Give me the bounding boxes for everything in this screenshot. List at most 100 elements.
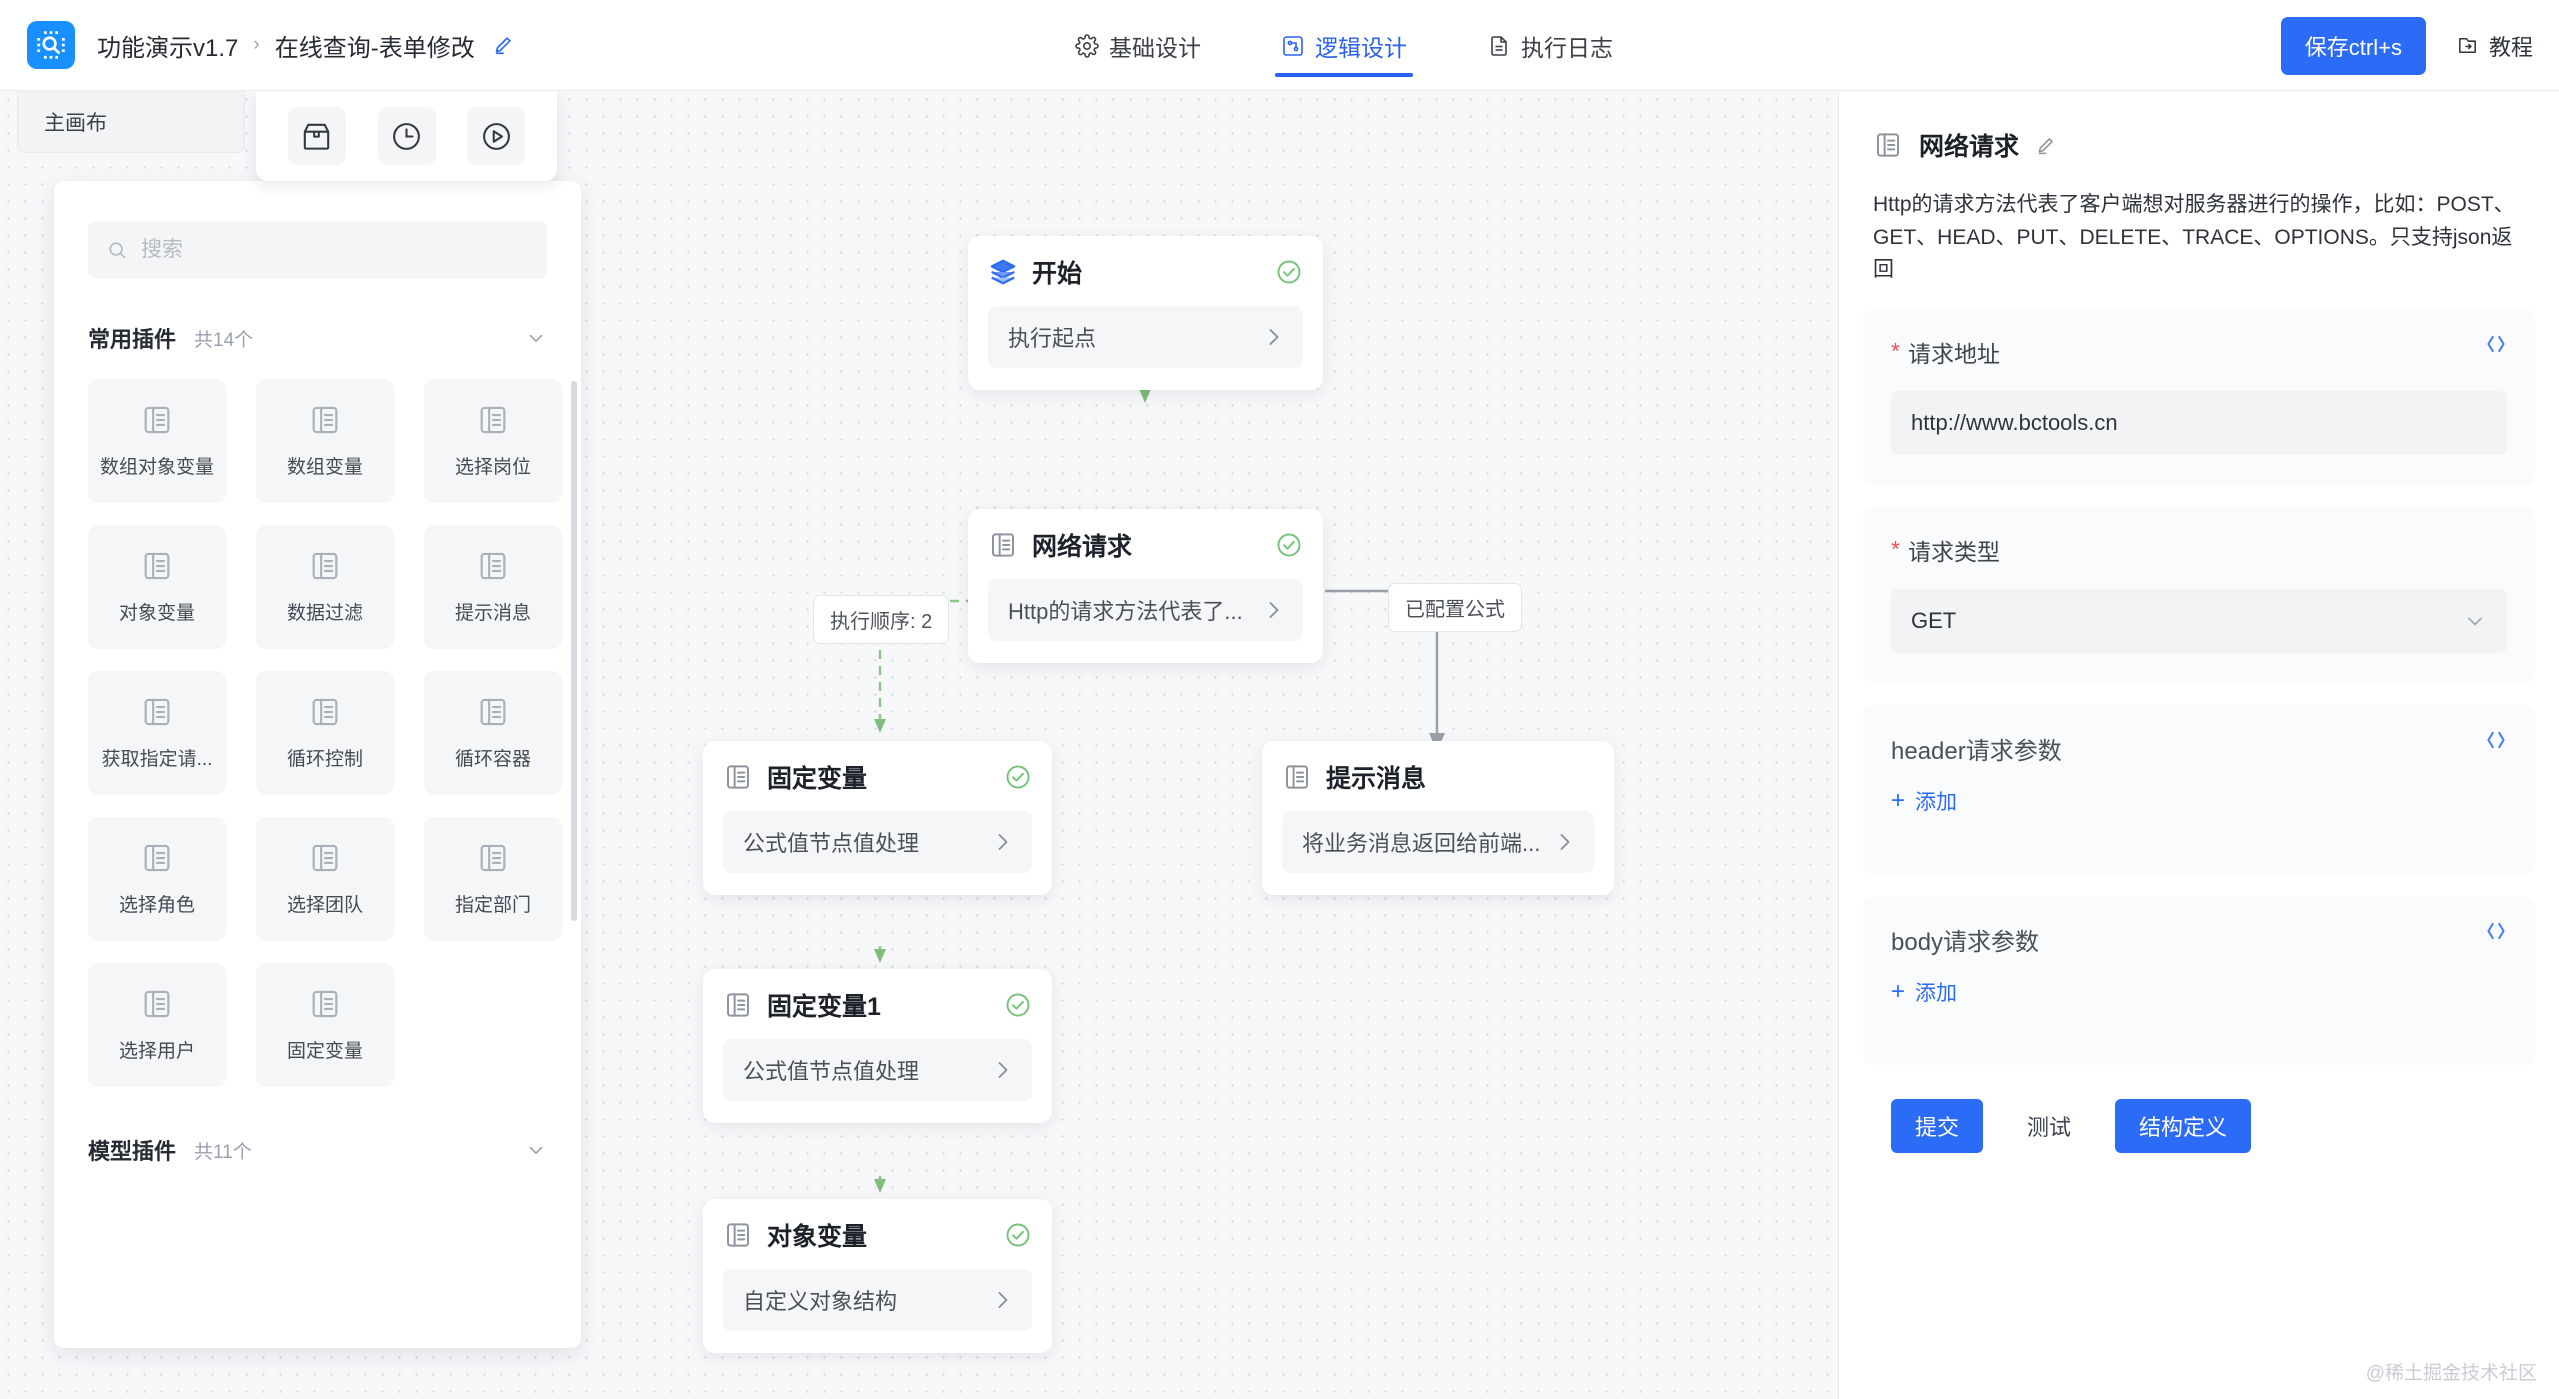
- flow-node-network-request[interactable]: 网络请求 Http的请求方法代表了...: [968, 509, 1323, 663]
- code-brackets-icon[interactable]: [2483, 727, 2509, 753]
- card-list-icon: [308, 841, 342, 875]
- flow-node-prompt-message[interactable]: 提示消息 将业务消息返回给前端...: [1262, 741, 1614, 895]
- plugin-item[interactable]: 选择团队: [256, 817, 394, 941]
- search-input[interactable]: [141, 238, 529, 262]
- node-title: 固定变量1: [767, 993, 881, 1021]
- card-list-icon: [476, 403, 510, 437]
- tab-basic-design[interactable]: 基础设计: [1069, 0, 1207, 91]
- flow-node-fixed-variable[interactable]: 固定变量 公式值节点值处理: [703, 741, 1052, 895]
- plugin-item-label: 选择岗位: [454, 457, 531, 478]
- plugin-item-label: 选择角色: [118, 895, 195, 916]
- header-tabs: 基础设计 逻辑设计: [1035, 0, 1653, 91]
- watermark: @稀土掘金技术社区: [2365, 1363, 2537, 1384]
- save-button[interactable]: 保存ctrl+s: [2280, 16, 2426, 75]
- flow-node-start[interactable]: 开始 执行起点: [968, 236, 1323, 390]
- chevron-right-icon: [990, 1288, 1014, 1312]
- request-type-select[interactable]: GET: [1891, 588, 2507, 653]
- breadcrumb-current[interactable]: 在线查询-表单修改: [274, 34, 475, 62]
- plugin-item[interactable]: 获取指定请...: [88, 671, 226, 795]
- plugin-item-label: 数据过滤: [286, 603, 363, 624]
- canvas-mini-toolbar: [256, 91, 557, 181]
- add-body-param-button[interactable]: + 添加: [1891, 977, 1957, 1007]
- plugin-item[interactable]: 数组变量: [256, 379, 394, 503]
- canvas-tab-main[interactable]: 主画布: [17, 91, 245, 153]
- plugin-group-header-model[interactable]: 模型插件 共11个: [54, 1131, 581, 1169]
- clock-history-icon[interactable]: [377, 107, 436, 165]
- node-row[interactable]: Http的请求方法代表了...: [988, 579, 1303, 641]
- tab-logic-design[interactable]: 逻辑设计: [1275, 0, 1413, 91]
- card-list-icon: [723, 1220, 753, 1250]
- properties-panel: 网络请求 Http的请求方法代表了客户端想对服务器进行的操作，比如：POST、G…: [1838, 91, 2559, 1399]
- plugin-item-label: 对象变量: [118, 603, 195, 624]
- plugin-search[interactable]: [88, 221, 547, 279]
- node-row[interactable]: 将业务消息返回给前端...: [1282, 811, 1594, 873]
- chevron-down-icon[interactable]: [525, 1139, 547, 1161]
- code-brackets-icon[interactable]: [2483, 331, 2509, 357]
- tutorial-link[interactable]: 教程: [2456, 30, 2533, 62]
- card-list-icon: [988, 530, 1018, 560]
- plugin-item[interactable]: 选择岗位: [424, 379, 562, 503]
- node-header: 固定变量: [723, 759, 1032, 795]
- plugin-group-title: 常用插件: [88, 327, 177, 352]
- plugin-item[interactable]: 固定变量: [256, 963, 394, 1087]
- pencil-icon[interactable]: [492, 34, 514, 56]
- flow-canvas[interactable]: 开始 执行起点: [0, 91, 1838, 1399]
- card-list-icon: [1873, 130, 1903, 160]
- breadcrumb-root[interactable]: 功能演示v1.7: [97, 34, 239, 62]
- chevron-down-icon: [2463, 609, 2487, 633]
- structure-definition-button[interactable]: 结构定义: [2115, 1098, 2252, 1153]
- plugin-item[interactable]: 提示消息: [424, 525, 562, 649]
- play-circle-icon[interactable]: [467, 107, 526, 165]
- tab-label: 逻辑设计: [1315, 34, 1407, 61]
- check-circle-icon: [1004, 763, 1032, 791]
- section-body-params: body请求参数 + 添加: [1863, 895, 2535, 1065]
- plugin-item[interactable]: 指定部门: [424, 817, 562, 941]
- flow-node-object-variable[interactable]: 对象变量 自定义对象结构: [703, 1199, 1052, 1353]
- plugin-item[interactable]: 选择用户: [88, 963, 226, 1087]
- plugin-item[interactable]: 循环控制: [256, 671, 394, 795]
- edge-label-formula-configured: 已配置公式: [1388, 583, 1522, 632]
- plugin-item[interactable]: 循环容器: [424, 671, 562, 795]
- code-brackets-icon[interactable]: [2483, 918, 2509, 944]
- plus-icon: +: [1891, 786, 1906, 814]
- plugin-item-label: 循环容器: [454, 749, 531, 770]
- plugin-panel-scrollbar[interactable]: [571, 381, 577, 921]
- node-title: 提示消息: [1326, 765, 1427, 793]
- plugin-item[interactable]: 数据过滤: [256, 525, 394, 649]
- header-right: 保存ctrl+s 教程: [2280, 0, 2533, 91]
- plugin-item[interactable]: 选择角色: [88, 817, 226, 941]
- tab-execution-log[interactable]: 执行日志: [1481, 0, 1619, 91]
- section-title: body请求参数: [1891, 928, 2040, 956]
- node-header: 提示消息: [1282, 759, 1594, 795]
- chevron-down-icon[interactable]: [525, 327, 547, 349]
- request-url-input[interactable]: http://www.bctools.cn: [1891, 390, 2507, 455]
- add-header-param-button[interactable]: + 添加: [1891, 786, 1957, 816]
- pencil-icon[interactable]: [2035, 135, 2056, 156]
- plugin-item[interactable]: 数组对象变量: [88, 379, 226, 503]
- plugin-box-icon[interactable]: [287, 107, 346, 165]
- flow-node-fixed-variable-1[interactable]: 固定变量1 公式值节点值处理: [703, 969, 1052, 1123]
- submit-button[interactable]: 提交: [1891, 1098, 1984, 1153]
- app-logo-icon: [27, 21, 75, 69]
- plugin-group-header-common[interactable]: 常用插件 共14个: [54, 319, 581, 357]
- node-row-label: 公式值节点值处理: [743, 831, 920, 856]
- test-button[interactable]: 测试: [2003, 1099, 2095, 1153]
- node-row[interactable]: 执行起点: [988, 306, 1303, 368]
- node-row[interactable]: 公式值节点值处理: [723, 1039, 1032, 1101]
- export-box-icon: [2456, 34, 2479, 57]
- plugin-group-title: 模型插件: [88, 1139, 177, 1164]
- node-row[interactable]: 公式值节点值处理: [723, 811, 1032, 873]
- plugin-item-label: 指定部门: [454, 895, 531, 916]
- chevron-right-icon: [990, 830, 1014, 854]
- plugin-item[interactable]: 对象变量: [88, 525, 226, 649]
- field-label: 请求类型: [1907, 538, 2000, 565]
- card-list-icon: [308, 403, 342, 437]
- card-list-icon: [308, 695, 342, 729]
- node-title: 对象变量: [767, 1223, 868, 1251]
- required-asterisk: *: [1891, 536, 1900, 563]
- node-row-label: 公式值节点值处理: [743, 1059, 920, 1084]
- node-row[interactable]: 自定义对象结构: [723, 1269, 1032, 1331]
- plugin-group-count: 共11个: [194, 1141, 252, 1163]
- card-list-icon: [308, 987, 342, 1021]
- section-title: header请求参数: [1891, 737, 2062, 765]
